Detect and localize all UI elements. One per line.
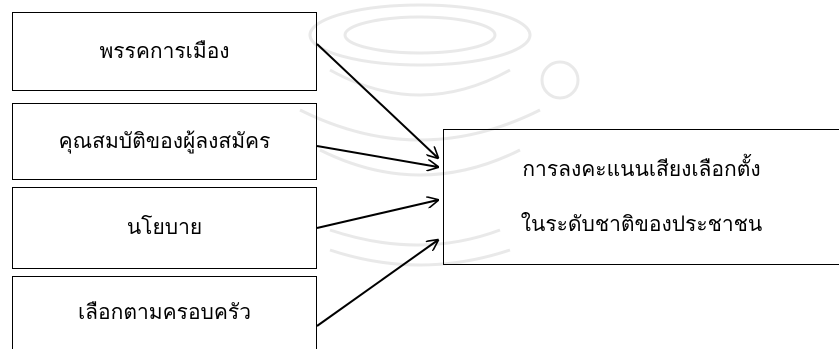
factor-box-candidate-qualifications: คุณสมบัติของผู้ลงสมัคร [12,103,317,180]
outcome-box-national-voting: การลงคะแนนเสียงเลือกตั้ง ในระดับชาติของป… [443,129,839,265]
arrow-family-to-outcome [316,240,438,327]
factor-box-policy: นโยบาย [12,187,317,269]
outcome-label-line-1: การลงคะแนนเสียงเลือกตั้ง [522,156,761,181]
factor-label-political-party: พรรคการเมือง [99,38,230,63]
factor-box-political-party: พรรคการเมือง [12,12,317,91]
factor-label-policy: นโยบาย [126,215,203,240]
arrow-candidate-to-outcome [316,145,438,167]
arrow-policy-to-outcome [316,200,438,229]
factor-label-family-choice: เลือกตามครอบครัว [77,300,252,325]
factor-box-family-choice: เลือกตามครอบครัว [12,276,317,349]
factor-label-candidate-qualifications: คุณสมบัติของผู้ลงสมัคร [58,128,271,153]
arrow-party-to-outcome [316,43,438,158]
outcome-label-line-2: ในระดับชาติของประชาชน [520,212,763,236]
